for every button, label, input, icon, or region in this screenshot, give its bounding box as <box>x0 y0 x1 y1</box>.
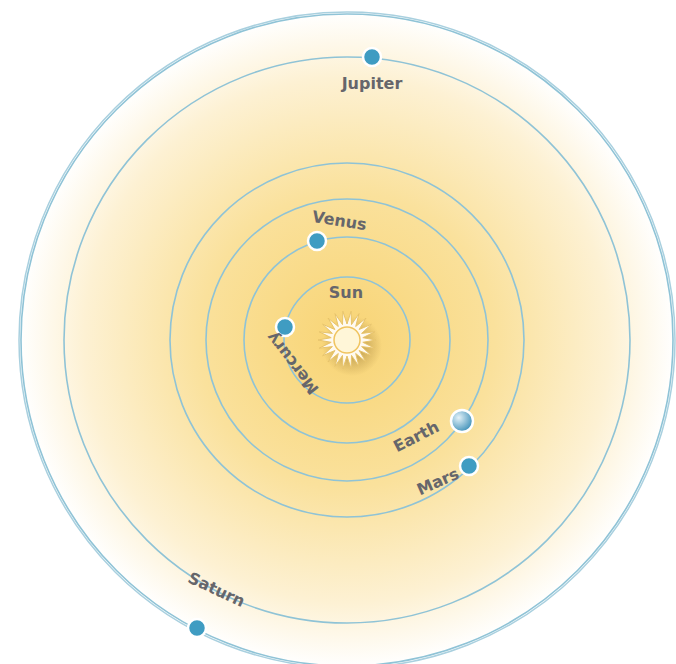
planet-label: Jupiter <box>342 76 403 92</box>
sun-label: Sun <box>329 285 363 301</box>
earth-dot <box>451 410 473 432</box>
sun-core <box>334 327 360 353</box>
orbit-rings <box>21 14 673 664</box>
sun-symbol <box>318 311 376 368</box>
outer-glow <box>19 12 675 664</box>
planet-dots <box>188 48 478 637</box>
